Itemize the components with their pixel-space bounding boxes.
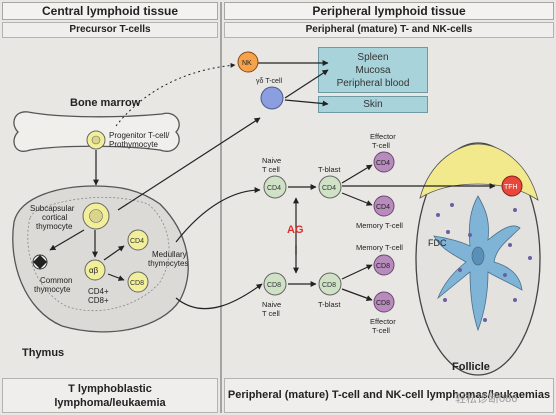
fdc-dots [436,203,532,322]
effector-top-label-2: T-cell [372,141,390,150]
cd8-tblast-marker: CD8 [322,282,336,289]
cd8-effector-marker: CD8 [376,300,390,307]
tblast-top-label: T-blast [318,165,341,174]
progenitor-label-1: Progenitor T-cell/ [109,131,170,140]
tblast-cd8-cell [318,272,342,296]
naive-top-label-2: T cell [262,165,280,174]
naive-cd8-cell [263,272,287,296]
naive-bot-label-1: Naive [262,300,281,309]
cd8-naive-marker: CD8 [267,282,281,289]
cd4-medullary-marker: CD4 [130,238,144,245]
subcap-label-2: cortical [42,213,68,222]
memory-top-label: Memory T-cell [356,221,403,230]
footer-left-line2: lymphoma/leukaemia [54,397,166,409]
memory-bot-label: Memory T-cell [356,243,403,252]
nk-marker: NK [242,60,252,67]
effector-cd8-cell [373,291,395,313]
thymus-label: Thymus [22,347,64,359]
naive-top-label-1: Naive [262,156,281,165]
medullary-cd8-cell [127,271,149,293]
tfh-marker: TFH [504,184,518,191]
ab-label: αβ [89,266,99,275]
common-thymocyte-cell [84,259,106,281]
watermark-text: 轻松诊断086 [455,393,518,405]
progenitor-label-2: Prothymocyte [109,140,158,149]
effector-bot-label-2: T-cell [372,326,390,335]
peripheral-blood-label: Peripheral blood [336,78,410,89]
peripheral-lymphomas-footer: Peripheral (mature) T-cell and NK-cell l… [224,378,554,413]
nk-cell [237,51,259,73]
gd-label: γδ T-cell [256,78,283,85]
memory-cd8-cell [373,254,395,276]
cd8-memory-marker: CD8 [376,263,390,270]
tblast-cd4-cell [318,175,342,199]
ag-label: AG [287,224,304,236]
cd4cd8-label-1: CD4+ [88,287,109,296]
cd4-tblast-marker: CD4 [322,185,336,192]
naive-cd4-cell [263,175,287,199]
fdc-label: FDC [428,238,447,248]
subcap-label-1: Subcapsular [30,204,75,213]
common-label-2: thymocyte [34,285,71,294]
medullary-label-2: thymocytes [148,259,188,268]
fdc-cell [433,195,523,332]
spleen-label: Spleen [357,52,389,63]
medullary-label-1: Medullary [152,250,187,259]
t-lymphoblastic-footer: T lymphoblastic lymphoma/leukaemia [2,378,218,413]
effector-top-label-1: Effector [370,132,396,141]
cd4-effector-marker: CD4 [376,160,390,167]
memory-cd4-cell [373,195,395,217]
footer-left-line1: T lymphoblastic [68,383,152,395]
cd4cd8-label-2: CD8+ [88,296,109,305]
naive-bot-label-2: T cell [262,309,280,318]
central-lymphoid-header: Central lymphoid tissue [2,2,218,20]
subcap-label-3: thymocyte [36,222,73,231]
common-label-1: Common [40,276,72,285]
effector-cd4-top-cell [373,151,395,173]
bone-marrow-label: Bone marrow [70,97,141,109]
medullary-cd4-cell [127,229,149,251]
tblast-bot-label: T-blast [318,300,341,309]
skin-box: Skin [318,96,428,113]
spleen-mucosa-blood-box: Spleen Mucosa Peripheral blood [318,47,428,93]
cd8-medullary-marker: CD8 [130,280,144,287]
cd4-naive-marker: CD4 [267,185,281,192]
mucosa-label: Mucosa [355,65,391,76]
apoptotic-cell [32,254,48,270]
gd-tcell [260,86,284,110]
precursor-tcells-subheader: Precursor T-cells [2,22,218,38]
cd4-memory-marker: CD4 [376,204,390,211]
peripheral-mature-subheader: Peripheral (mature) T- and NK-cells [224,22,554,38]
effector-bot-label-1: Effector [370,317,396,326]
tfh-cell [501,175,523,197]
follicle-label: Follicle [452,361,490,373]
peripheral-lymphoid-header: Peripheral lymphoid tissue [224,2,554,20]
thymus-shape [12,185,189,333]
